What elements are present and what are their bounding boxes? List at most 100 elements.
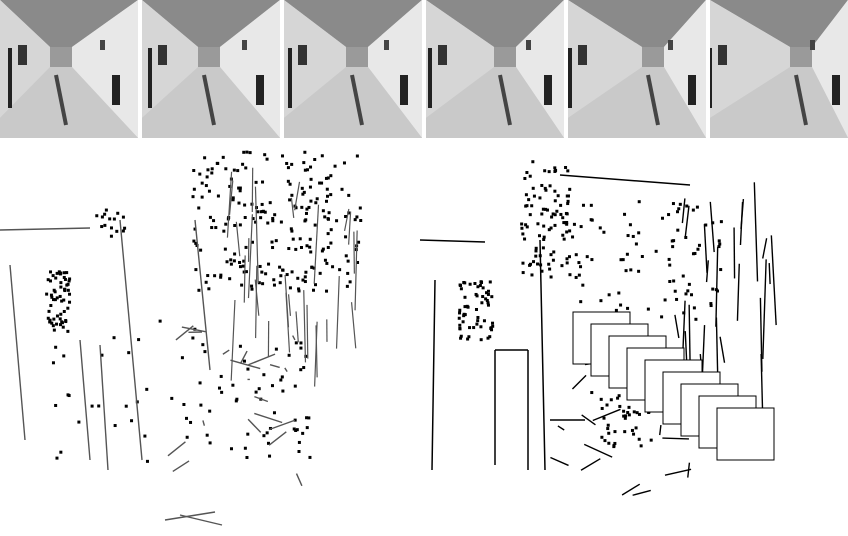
- map-line: [284, 367, 288, 372]
- map-point: [300, 205, 304, 209]
- map-line: [315, 325, 318, 378]
- map-point: [577, 273, 581, 277]
- map-point: [670, 239, 674, 243]
- map-point: [353, 218, 357, 222]
- map-point: [562, 237, 566, 241]
- map-point: [623, 212, 627, 216]
- map-point: [490, 295, 494, 299]
- map-point: [321, 209, 325, 213]
- map-point: [324, 176, 328, 180]
- map-point: [549, 226, 553, 230]
- map-point: [182, 402, 186, 406]
- map-point: [66, 288, 70, 292]
- map-point: [51, 324, 55, 328]
- map-point: [236, 169, 240, 173]
- map-point: [307, 416, 311, 420]
- map-point: [458, 327, 462, 331]
- map-point: [295, 428, 299, 432]
- map-point: [224, 222, 228, 226]
- map-point: [605, 403, 609, 407]
- map-point: [534, 249, 538, 253]
- map-point: [288, 198, 292, 202]
- map-point: [180, 356, 184, 360]
- map-point: [51, 274, 55, 278]
- map-line: [222, 349, 230, 355]
- corridor-frame: [426, 0, 564, 138]
- corridor-frame: [710, 0, 848, 138]
- map-point: [622, 409, 626, 413]
- map-point: [259, 216, 263, 220]
- map-point: [198, 172, 202, 176]
- map-point: [301, 431, 305, 435]
- map-point: [624, 414, 628, 418]
- map-line: [664, 468, 692, 476]
- map-point: [637, 269, 641, 273]
- map-point: [355, 154, 359, 158]
- map-point: [619, 258, 623, 262]
- map-point: [663, 298, 667, 302]
- map-point: [520, 226, 524, 230]
- map-point: [491, 324, 495, 328]
- map-point: [238, 344, 242, 348]
- map-point: [53, 290, 57, 294]
- map-point: [204, 184, 208, 188]
- map-point: [205, 175, 209, 179]
- map-point: [257, 387, 261, 391]
- map-point: [121, 229, 125, 233]
- map-point: [305, 416, 309, 420]
- map-point: [348, 280, 352, 284]
- map-point: [480, 280, 484, 284]
- map-point: [199, 403, 203, 407]
- map-point: [626, 306, 630, 310]
- map-line: [290, 197, 295, 218]
- map-point: [116, 211, 120, 215]
- map-point: [462, 312, 466, 316]
- map-point: [52, 317, 56, 321]
- map-point: [540, 269, 544, 273]
- map-point: [301, 278, 305, 282]
- map-line: [348, 211, 352, 245]
- map-point: [571, 235, 575, 239]
- map-point: [472, 326, 476, 330]
- map-point: [279, 378, 283, 382]
- map-point: [555, 209, 559, 213]
- map-point: [326, 245, 330, 249]
- map-point: [52, 288, 56, 292]
- map-point: [709, 302, 713, 306]
- map-line: [248, 353, 276, 366]
- map-point: [342, 161, 346, 165]
- map-point: [617, 291, 621, 295]
- map-point: [677, 207, 681, 211]
- map-point: [299, 245, 303, 249]
- map-point: [667, 257, 671, 261]
- map-point: [63, 277, 67, 281]
- map-point: [480, 301, 484, 305]
- map-point: [281, 389, 285, 393]
- map-point: [541, 207, 545, 211]
- map-point: [288, 286, 292, 290]
- map-point: [565, 230, 569, 234]
- map-line: [753, 182, 759, 282]
- map-point: [97, 404, 101, 408]
- map-line: [228, 180, 234, 215]
- map-point: [308, 185, 312, 189]
- map-point: [524, 193, 528, 197]
- map-point: [67, 279, 71, 283]
- map-point: [667, 213, 671, 217]
- map-point: [691, 208, 695, 212]
- map-point: [201, 343, 205, 347]
- map-point: [331, 265, 335, 269]
- map-point: [259, 210, 263, 214]
- map-point: [280, 375, 284, 379]
- map-point: [287, 247, 291, 251]
- map-point: [294, 247, 298, 251]
- map-point: [217, 386, 221, 390]
- map-point: [60, 299, 64, 303]
- map-line: [243, 255, 246, 303]
- map-point: [536, 262, 540, 266]
- map-point: [215, 161, 219, 165]
- map-point: [145, 459, 149, 463]
- map-point: [49, 304, 53, 308]
- map-point: [198, 381, 202, 385]
- map-point: [108, 217, 112, 221]
